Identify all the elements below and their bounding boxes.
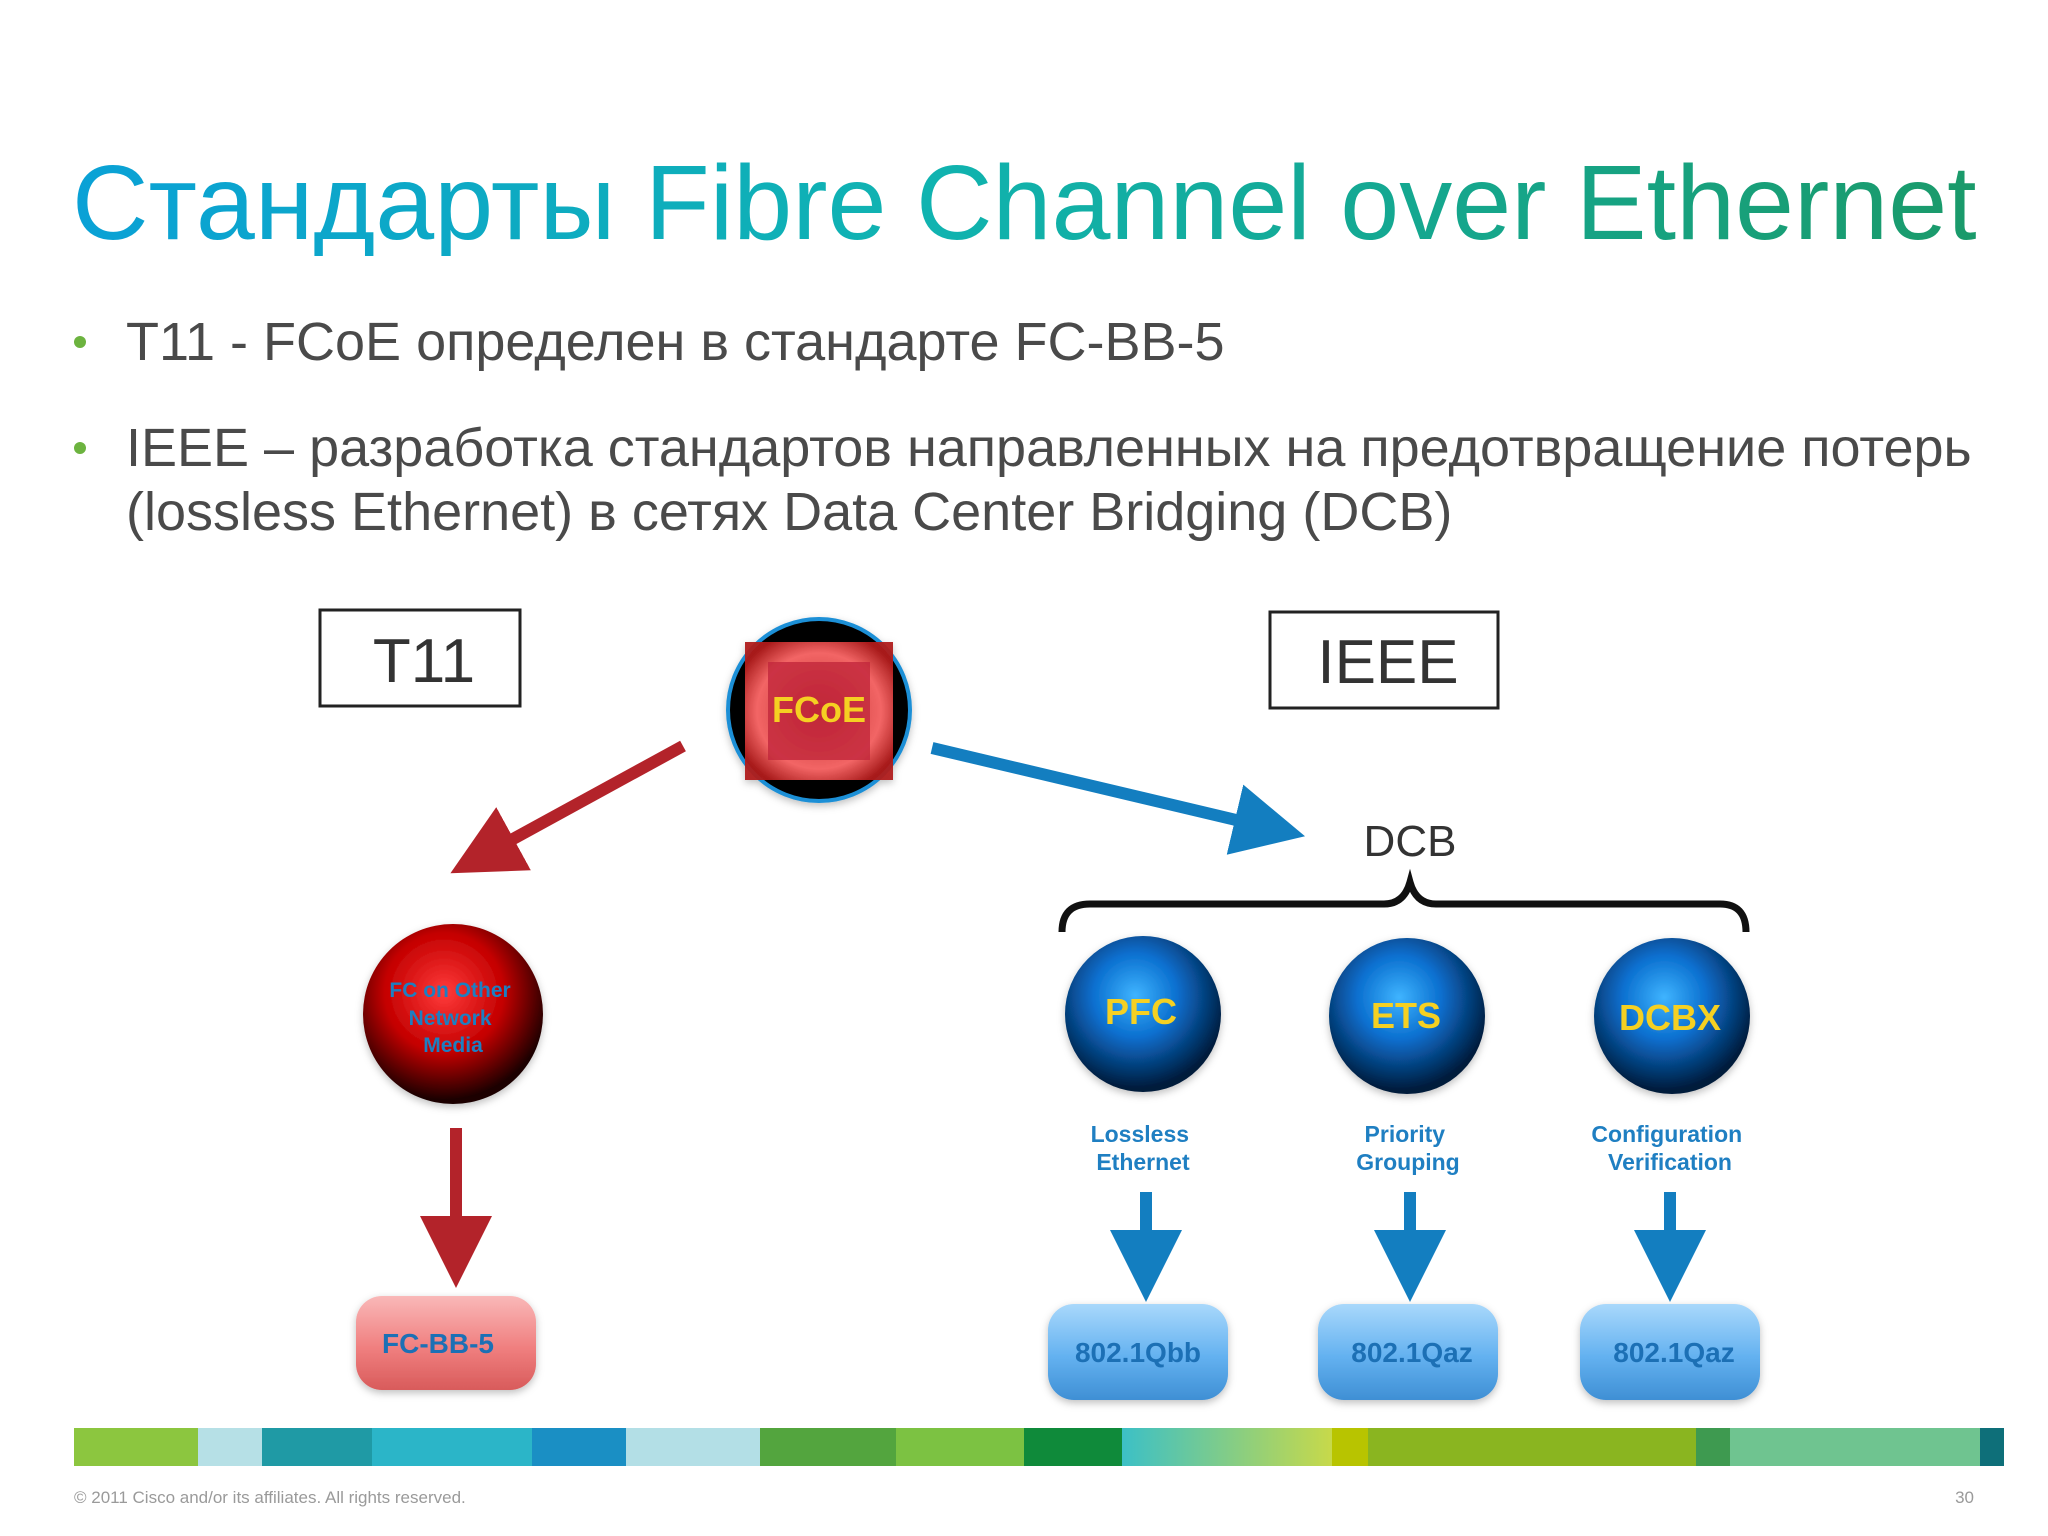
8021qbb-pill: 802.1Qbb	[1048, 1304, 1228, 1400]
dcbx-node: DCBX	[1594, 938, 1750, 1094]
bullet-text: T11 - FCoE определен в стандарте FC-BB-5	[126, 312, 1225, 372]
bullet-dot-icon	[74, 336, 86, 348]
bullet-list: T11 - FCoE определен в стандарте FC-BB-5…	[72, 310, 1972, 586]
fc-line-2: Network	[409, 1007, 492, 1030]
copyright-footer: © 2011 Cisco and/or its affiliates. All …	[74, 1488, 466, 1507]
dcb-brace	[1058, 868, 1750, 933]
dcbx-desc-line-1: Configuration	[1591, 1121, 1742, 1147]
8021qaz-ets-pill: 802.1Qaz	[1318, 1304, 1498, 1400]
bullet-dot-icon	[74, 442, 86, 454]
pfc-label: PFC	[1105, 991, 1177, 1032]
dcb-label: DCB	[1364, 817, 1457, 866]
8021qaz-ets-label: 802.1Qaz	[1351, 1337, 1472, 1368]
8021qbb-label: 802.1Qbb	[1075, 1337, 1201, 1368]
bullet-text: IEEE – разработка стандартов направленны…	[126, 418, 1972, 542]
ets-desc-line-2: Grouping	[1356, 1149, 1459, 1175]
ets-description: Priority Grouping	[1356, 1121, 1459, 1175]
pfc-desc-line-1: Lossless	[1091, 1121, 1189, 1147]
8021qaz-dcbx-pill: 802.1Qaz	[1580, 1304, 1760, 1400]
bullet-item: T11 - FCoE определен в стандарте FC-BB-5	[72, 310, 1972, 374]
bullet-item: IEEE – разработка стандартов направленны…	[72, 416, 1972, 544]
8021qaz-dcbx-label: 802.1Qaz	[1613, 1337, 1734, 1368]
ets-node: ETS	[1329, 938, 1485, 1094]
dcbx-label: DCBX	[1619, 997, 1721, 1038]
fc-bb-5-pill: FC-BB-5	[356, 1296, 536, 1390]
ieee-box: IEEE	[1268, 610, 1500, 710]
slide-title: Стандарты Fibre Channel over Ethernet	[72, 144, 1977, 262]
fcoe-label: FCoE	[772, 689, 866, 730]
color-stripe	[74, 1428, 2004, 1466]
fcoe-node: FCoE	[726, 617, 912, 803]
pfc-desc-line-2: Ethernet	[1096, 1149, 1190, 1175]
ets-label: ETS	[1371, 995, 1441, 1036]
pfc-description: Lossless Ethernet	[1091, 1121, 1196, 1175]
arrow-to-t11	[450, 740, 686, 874]
fc-other-media-label: FC on Other Network Media	[389, 979, 516, 1057]
dcbx-description: Configuration Verification	[1591, 1121, 1748, 1175]
page-number: 30	[1955, 1488, 1974, 1507]
ets-desc-line-1: Priority	[1365, 1121, 1446, 1147]
t11-box: T11	[318, 608, 522, 708]
pfc-node: PFC	[1065, 936, 1221, 1092]
fc-line-1: FC on Other	[389, 979, 510, 1002]
fc-bb-5-label: FC-BB-5	[382, 1328, 494, 1359]
ieee-label: IEEE	[1317, 628, 1458, 697]
fc-other-media-node: FC on Other Network Media	[363, 924, 543, 1104]
dcbx-desc-line-2: Verification	[1608, 1149, 1732, 1175]
fc-line-3: Media	[423, 1034, 483, 1057]
t11-label: T11	[373, 627, 475, 696]
arrow-to-dcb	[930, 742, 1306, 855]
